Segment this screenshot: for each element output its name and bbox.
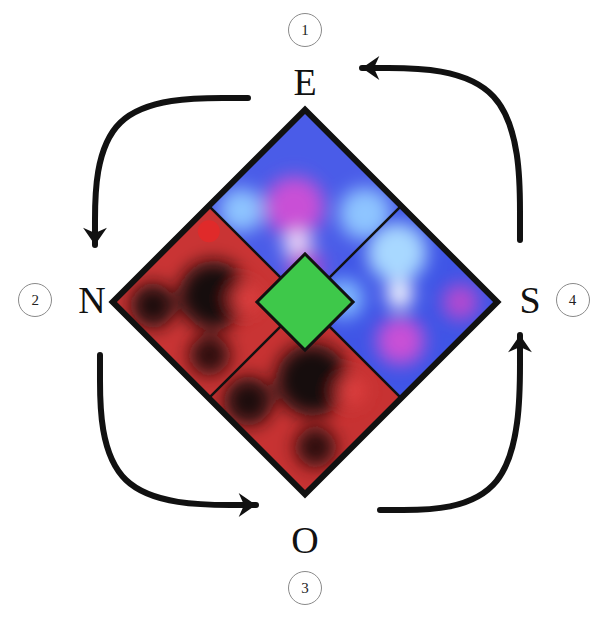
direction-letter: O	[291, 520, 318, 560]
diamond-border	[113, 110, 498, 495]
compass-point: 1E	[248, 13, 362, 102]
callout-number: 1	[288, 13, 322, 47]
cycle-arrow	[362, 68, 520, 240]
divider-line	[209, 206, 401, 398]
compass-point: O3	[256, 520, 380, 605]
callout-number: 2	[18, 283, 52, 317]
callout-number: 4	[556, 283, 590, 317]
direction-letter: N	[78, 280, 105, 320]
center-diamond	[257, 254, 353, 350]
divider-line	[209, 206, 401, 398]
cycle-arrow	[380, 335, 520, 510]
compass-point: S4	[519, 240, 589, 335]
callout-number: 3	[288, 571, 322, 605]
direction-letter: S	[519, 280, 540, 320]
cycle-arrow	[95, 98, 248, 245]
compass-point: 2N	[18, 245, 105, 355]
cycle-arrow	[100, 355, 256, 505]
direction-letter: E	[293, 62, 316, 102]
